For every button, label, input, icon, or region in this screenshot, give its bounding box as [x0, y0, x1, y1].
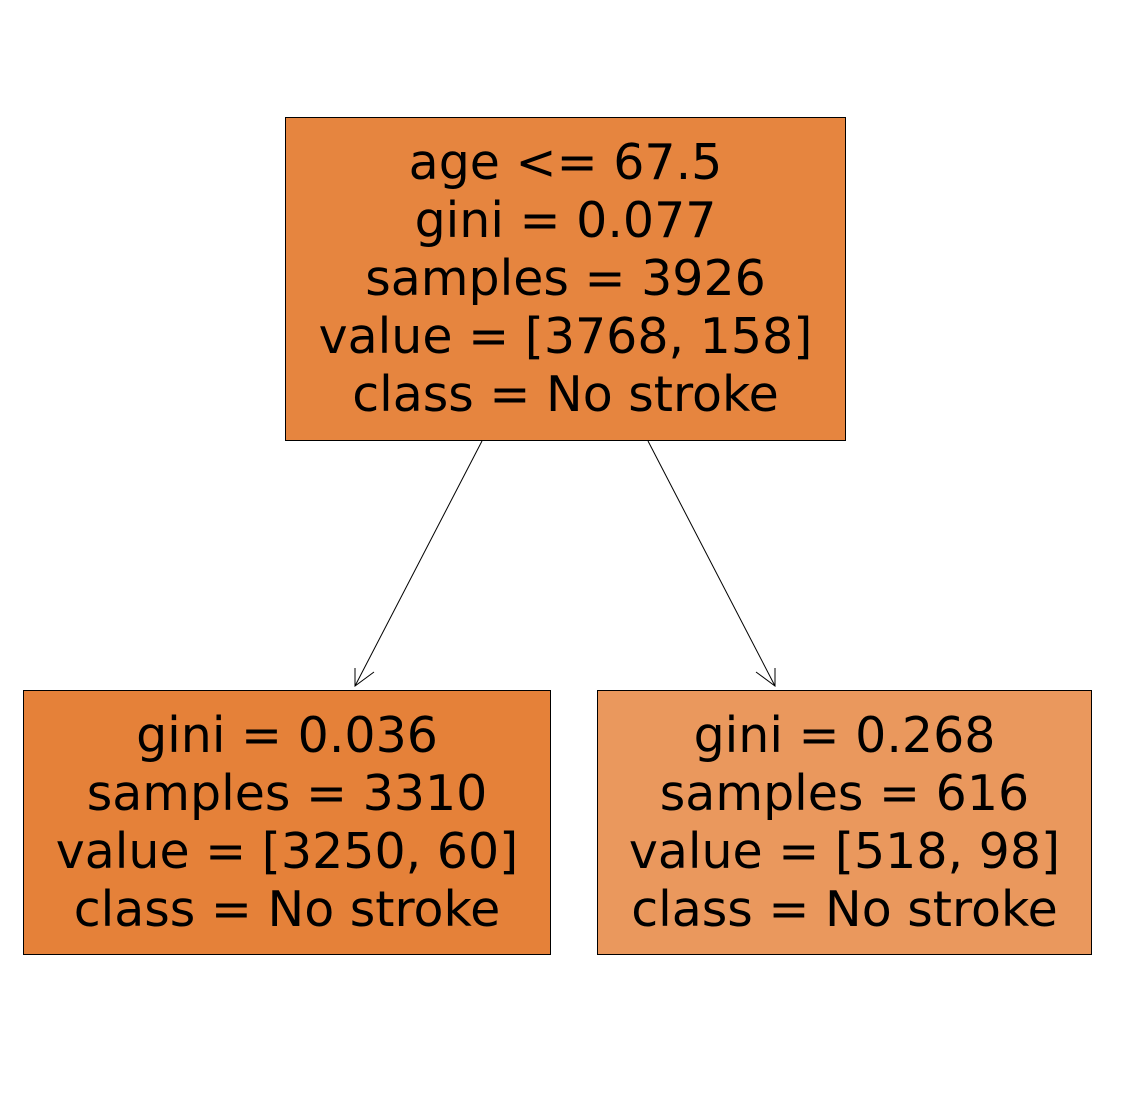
right-leaf-node: gini = 0.268 samples = 616 value = [518,… [597, 690, 1092, 955]
arrowhead-left-icon [354, 668, 375, 687]
right-value: value = [518, 98] [628, 822, 1061, 880]
root-split-rule: age <= 67.5 [408, 134, 723, 191]
edge-root-to-left [354, 440, 483, 687]
root-value: value = [3768, 158] [318, 308, 813, 365]
edge-root-to-right [647, 440, 776, 687]
left-class: class = No stroke [73, 880, 501, 938]
root-node: age <= 67.5 gini = 0.077 samples = 3926 … [285, 117, 846, 441]
left-value: value = [3250, 60] [55, 822, 519, 880]
right-class: class = No stroke [631, 880, 1058, 938]
right-gini: gini = 0.268 [693, 706, 996, 764]
left-gini: gini = 0.036 [136, 706, 438, 764]
root-gini: gini = 0.077 [414, 192, 717, 249]
edge-line-right [647, 440, 776, 687]
right-samples: samples = 616 [659, 764, 1030, 822]
left-leaf-node: gini = 0.036 samples = 3310 value = [325… [23, 690, 551, 955]
edge-line-left [354, 440, 483, 687]
arrowhead-right-icon [755, 668, 776, 687]
root-samples: samples = 3926 [365, 250, 766, 307]
root-class: class = No stroke [352, 366, 779, 423]
left-samples: samples = 3310 [86, 764, 488, 822]
